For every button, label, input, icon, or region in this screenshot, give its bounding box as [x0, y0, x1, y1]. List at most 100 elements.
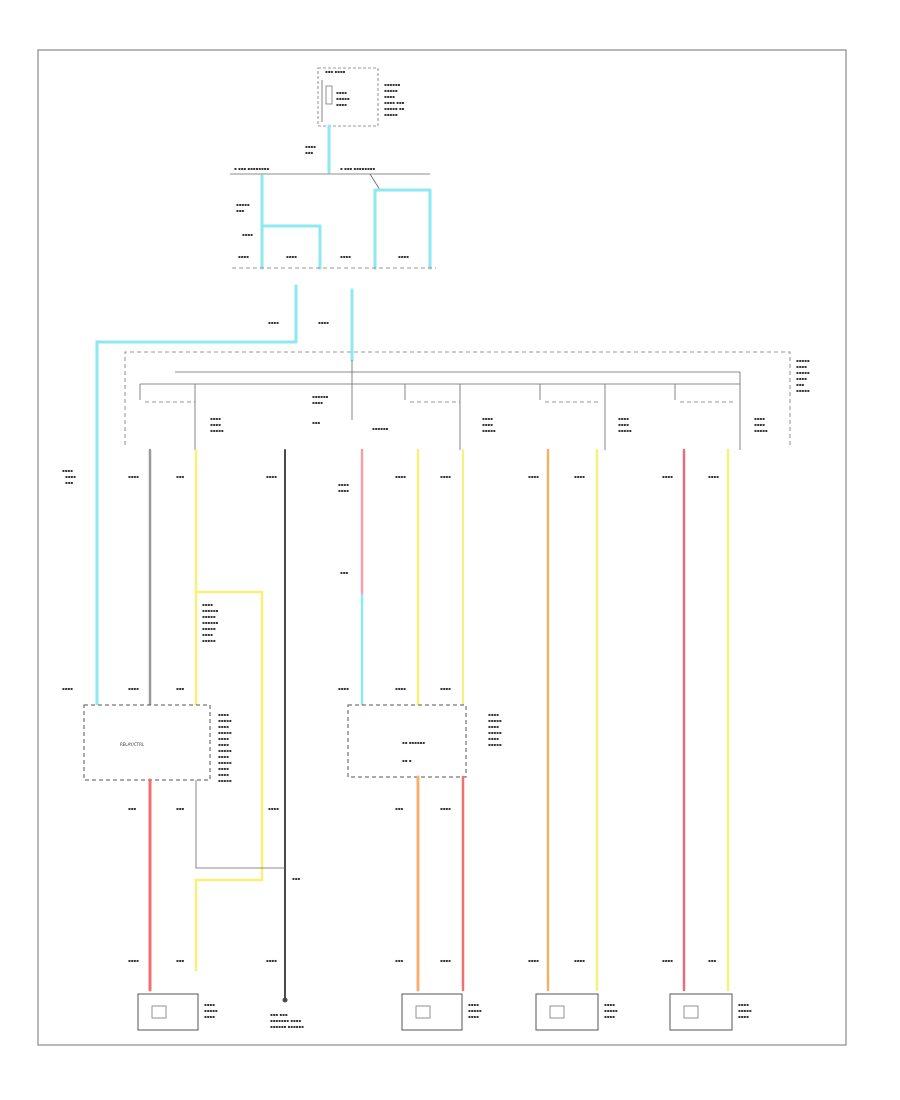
- svg-text:▪▪▪▪: ▪▪▪▪: [662, 958, 673, 963]
- svg-text:▪▪▪▪: ▪▪▪▪: [128, 474, 139, 479]
- svg-text:▪▪▪▪: ▪▪▪▪: [218, 742, 229, 747]
- relay-label: RELAY/CTRL: [120, 742, 145, 747]
- svg-text:▪▪▪▪: ▪▪▪▪: [574, 474, 585, 479]
- svg-text:▪▪▪▪: ▪▪▪▪: [528, 474, 539, 479]
- svg-text:▪▪▪▪: ▪▪▪▪: [286, 254, 297, 259]
- switch-group-4: ▪▪▪▪ ▪▪▪▪ ▪▪▪▪▪: [674, 384, 768, 450]
- svg-text:▪▪▪▪▪: ▪▪▪▪▪: [384, 112, 398, 117]
- svg-text:▪▪▪▪▪: ▪▪▪▪▪: [384, 88, 398, 93]
- svg-text:▪▪▪▪: ▪▪▪▪: [62, 686, 73, 691]
- svg-text:▪▪▪▪: ▪▪▪▪: [218, 712, 229, 717]
- svg-text:▪▪▪▪: ▪▪▪▪: [202, 602, 213, 607]
- svg-text:▪▪▪▪▪: ▪▪▪▪▪: [202, 614, 216, 619]
- svg-text:▪▪▪▪: ▪▪▪▪: [488, 736, 499, 741]
- svg-text:▪▪▪▪▪: ▪▪▪▪▪: [468, 1008, 482, 1013]
- svg-text:▪▪▪▪: ▪▪▪▪: [754, 416, 765, 421]
- svg-text:▪▪▪▪: ▪▪▪▪: [618, 416, 629, 421]
- svg-text:▪▪▪▪▪▪: ▪▪▪▪▪▪: [202, 620, 219, 625]
- svg-text:▪▪▪▪▪: ▪▪▪▪▪: [488, 730, 502, 735]
- svg-text:▪▪▪▪: ▪▪▪▪: [202, 632, 213, 637]
- svg-text:▪▪▪▪▪▪: ▪▪▪▪▪▪: [312, 394, 329, 399]
- svg-text:▪▪▪▪▪: ▪▪▪▪▪: [202, 626, 216, 631]
- svg-text:▪▪▪▪: ▪▪▪▪: [604, 1002, 615, 1007]
- svg-text:▪▪▪▪: ▪▪▪▪: [204, 1014, 215, 1019]
- svg-text:▪▪▪: ▪▪▪: [340, 570, 348, 575]
- svg-text:▪▪▪: ▪▪▪: [176, 958, 184, 963]
- svg-text:▪▪▪ ▪▪▪: ▪▪▪ ▪▪▪: [270, 1012, 288, 1017]
- svg-text:▪▪▪▪: ▪▪▪▪: [218, 772, 229, 777]
- svg-text:▪▪▪▪▪: ▪▪▪▪▪: [202, 638, 216, 643]
- svg-text:▪▪▪▪: ▪▪▪▪: [738, 1014, 749, 1019]
- svg-text:▪▪▪: ▪▪▪: [236, 208, 244, 213]
- svg-text:▪▪▪▪: ▪▪▪▪: [468, 1002, 479, 1007]
- svg-text:▪▪▪▪: ▪▪▪▪: [440, 806, 451, 811]
- svg-text:▪▪▪▪: ▪▪▪▪: [128, 686, 139, 691]
- svg-text:▪▪▪▪▪: ▪▪▪▪▪: [218, 730, 232, 735]
- svg-text:▪▪▪▪▪: ▪▪▪▪▪: [488, 718, 502, 723]
- svg-text:▪▪▪▪: ▪▪▪▪: [218, 724, 229, 729]
- svg-text:▪▪▪▪: ▪▪▪▪: [338, 482, 349, 487]
- svg-text:▪▪▪▪▪: ▪▪▪▪▪: [236, 202, 250, 207]
- svg-text:▪▪▪▪: ▪▪▪▪: [754, 422, 765, 427]
- svg-text:▪▪▪▪▪▪▪ ▪▪▪▪: ▪▪▪▪▪▪▪ ▪▪▪▪: [270, 1018, 301, 1023]
- svg-text:▪▪▪▪: ▪▪▪▪: [266, 958, 277, 963]
- svg-text:▪▪▪: ▪▪▪: [128, 806, 136, 811]
- svg-text:▪▪▪▪▪: ▪▪▪▪▪: [482, 428, 496, 433]
- svg-text:▪▪▪▪▪: ▪▪▪▪▪: [218, 778, 232, 783]
- svg-text:▪▪▪▪▪ ▪▪: ▪▪▪▪▪ ▪▪: [384, 106, 405, 111]
- svg-text:▪▪▪▪: ▪▪▪▪: [482, 422, 493, 427]
- svg-text:▪▪▪▪: ▪▪▪▪: [218, 766, 229, 771]
- svg-text:▪▪▪▪▪: ▪▪▪▪▪: [796, 358, 810, 363]
- svg-text:▪▪▪: ▪▪▪: [305, 150, 313, 155]
- svg-text:▪▪▪▪: ▪▪▪▪: [662, 474, 673, 479]
- switch-group-1: ▪▪▪▪ ▪▪▪▪ ▪▪▪▪▪: [139, 384, 224, 450]
- svg-text:▪▪▪▪: ▪▪▪▪: [242, 232, 253, 237]
- ground-symbol-icon: ▪▪▪ ▪▪▪ ▪▪▪▪▪▪▪ ▪▪▪▪ ▪▪▪▪▪▪ ▪▪▪▪▪▪: [270, 997, 304, 1029]
- svg-text:▪▪▪▪: ▪▪▪▪: [395, 474, 406, 479]
- svg-text:▪▪▪▪▪: ▪▪▪▪▪: [218, 748, 232, 753]
- svg-text:▪▪▪▪: ▪▪▪▪: [574, 958, 585, 963]
- svg-text:▪▪▪▪: ▪▪▪▪: [268, 320, 279, 325]
- svg-text:▪▪▪▪: ▪▪▪▪: [440, 958, 451, 963]
- svg-text:▪▪▪▪: ▪▪▪▪: [340, 254, 351, 259]
- svg-text:▪▪▪▪▪: ▪▪▪▪▪: [218, 760, 232, 765]
- svg-text:▪▪▪: ▪▪▪: [176, 806, 184, 811]
- svg-text:▪▪▪▪▪▪: ▪▪▪▪▪▪: [202, 608, 219, 613]
- svg-text:▪▪▪▪▪: ▪▪▪▪▪: [488, 742, 502, 747]
- svg-text:▪▪▪▪: ▪▪▪▪: [395, 686, 406, 691]
- svg-text:▪▪▪▪: ▪▪▪▪: [204, 1002, 215, 1007]
- switch-group-2: ▪▪▪▪ ▪▪▪▪ ▪▪▪▪▪: [404, 384, 496, 450]
- wire-blue-left-feed: [95, 340, 298, 707]
- svg-text:▪▪ ▪▪▪▪▪▪: ▪▪ ▪▪▪▪▪▪: [402, 740, 425, 745]
- diagram-frame: [37, 49, 847, 1046]
- svg-text:▪▪▪▪: ▪▪▪▪: [218, 754, 229, 759]
- svg-text:▪▪▪▪▪: ▪▪▪▪▪: [618, 428, 632, 433]
- svg-text:▪▪▪: ▪▪▪: [708, 958, 716, 963]
- svg-text:▪▪▪: ▪▪▪: [65, 480, 73, 485]
- svg-text:▪▪▪▪: ▪▪▪▪: [604, 1014, 615, 1019]
- svg-text:▪▪▪▪: ▪▪▪▪: [708, 474, 719, 479]
- svg-text:▪▪▪▪▪: ▪▪▪▪▪: [210, 428, 224, 433]
- svg-text:▪▪▪▪: ▪▪▪▪: [796, 376, 807, 381]
- svg-text:▪▪▪▪ ▪▪▪: ▪▪▪▪ ▪▪▪: [384, 100, 405, 105]
- svg-text:▪▪▪▪▪: ▪▪▪▪▪: [218, 718, 232, 723]
- svg-text:▪▪ ▪: ▪▪ ▪: [402, 758, 412, 763]
- svg-text:▪▪▪: ▪▪▪: [312, 420, 320, 425]
- svg-text:▪▪▪▪: ▪▪▪▪: [62, 468, 73, 473]
- svg-text:▪▪▪▪: ▪▪▪▪: [318, 320, 329, 325]
- svg-text:▪▪▪▪▪: ▪▪▪▪▪: [796, 370, 810, 375]
- center-switch-module: [347, 704, 467, 778]
- svg-text:▪▪▪▪: ▪▪▪▪: [312, 400, 323, 405]
- svg-text:▪▪▪▪: ▪▪▪▪: [488, 712, 499, 717]
- svg-text:▪▪▪▪: ▪▪▪▪: [482, 416, 493, 421]
- svg-text:▪▪▪▪: ▪▪▪▪: [336, 90, 347, 95]
- svg-text:▪▪▪▪: ▪▪▪▪: [488, 724, 499, 729]
- svg-text:▪▪▪▪: ▪▪▪▪: [738, 1002, 749, 1007]
- svg-text:▪▪▪▪: ▪▪▪▪: [468, 1014, 479, 1019]
- svg-text:▪▪▪▪▪: ▪▪▪▪▪: [204, 1008, 218, 1013]
- svg-text:▪▪▪▪: ▪▪▪▪: [440, 686, 451, 691]
- svg-text:▪▪▪▪: ▪▪▪▪: [528, 958, 539, 963]
- svg-text:▪▪▪ ▪▪▪▪: ▪▪▪ ▪▪▪▪: [325, 69, 346, 74]
- svg-text:▪▪▪▪: ▪▪▪▪: [796, 364, 807, 369]
